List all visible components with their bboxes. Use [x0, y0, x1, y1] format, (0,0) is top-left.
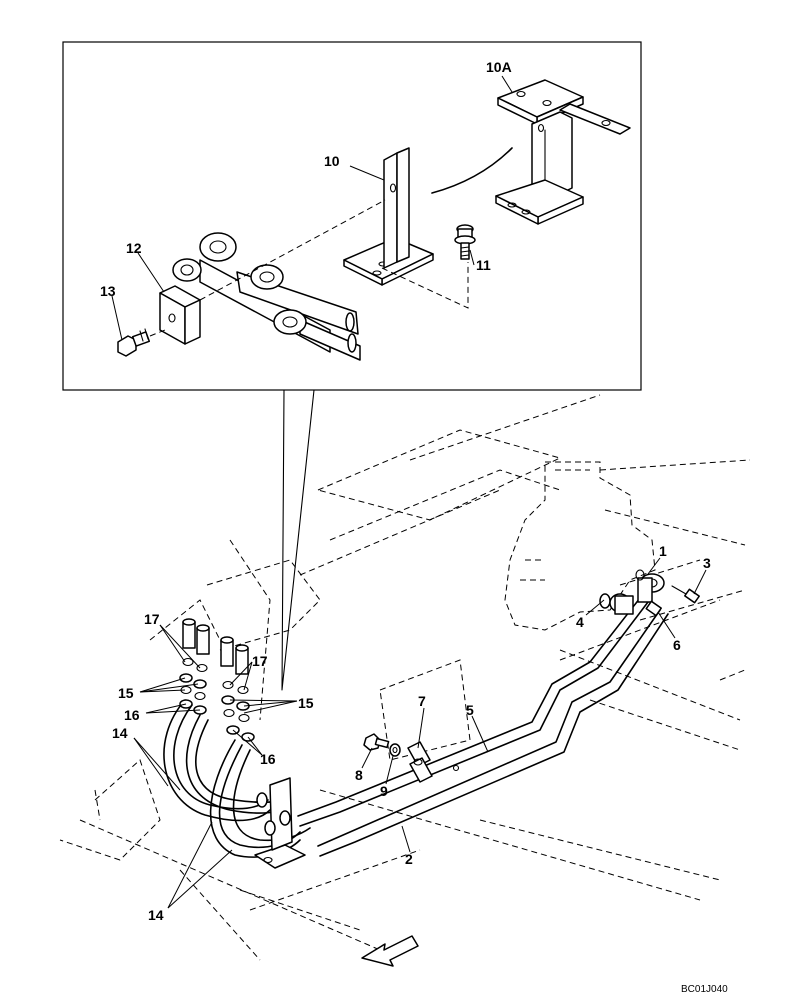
label-17-right: 17: [252, 653, 268, 669]
label-7: 7: [418, 693, 426, 709]
leader-lines: [111, 75, 707, 909]
label-2: 2: [405, 851, 413, 867]
label-10a: 10A: [486, 59, 512, 75]
label-6: 6: [673, 637, 681, 653]
label-15-left: 15: [118, 685, 134, 701]
label-10: 10: [324, 153, 340, 169]
label-9: 9: [380, 783, 388, 799]
frame-outline: [59, 394, 751, 961]
pipe-5: [297, 597, 649, 827]
bolt-8: [363, 733, 390, 751]
bracket-10: [343, 147, 434, 286]
clamp-12: [159, 285, 201, 345]
label-16-right: 16: [260, 751, 276, 767]
label-12: 12: [126, 240, 142, 256]
bolt-11: [454, 224, 476, 260]
flange-4: [599, 593, 634, 615]
drawing-code: BC01J040: [681, 984, 728, 995]
pipe-ends: [172, 232, 361, 361]
label-4: 4: [576, 614, 584, 630]
label-15-right: 15: [298, 695, 314, 711]
control-valve: [504, 461, 656, 631]
bracket-10a: [495, 79, 631, 225]
alternate-marker: [431, 147, 513, 194]
label-13: 13: [100, 283, 116, 299]
label-5: 5: [466, 702, 474, 718]
clamp-7: [407, 741, 433, 783]
bolt-3: [671, 585, 700, 604]
label-1: 1: [659, 543, 667, 559]
alignment-lines: [149, 199, 469, 337]
hose-bracket: [254, 777, 306, 869]
label-14-upper: 14: [112, 725, 128, 741]
bolt-6: [645, 600, 662, 617]
front-direction-arrow: [361, 935, 419, 967]
fittings-left: [179, 618, 210, 715]
pipe-2: [317, 609, 669, 857]
label-14-lower: 14: [148, 907, 164, 923]
flange-1: [635, 569, 665, 603]
label-11: 11: [476, 257, 491, 273]
label-17-left: 17: [144, 611, 160, 627]
bolt-13: [117, 328, 151, 357]
label-16-left: 16: [124, 707, 140, 723]
washer-9: [389, 743, 401, 757]
part-labels: 10A 10 11 12 13 1 3 4 6 5 7 8 9 2 17 17 …: [100, 59, 728, 995]
label-3: 3: [703, 555, 711, 571]
fittings-right: [220, 636, 255, 742]
label-8: 8: [355, 767, 363, 783]
